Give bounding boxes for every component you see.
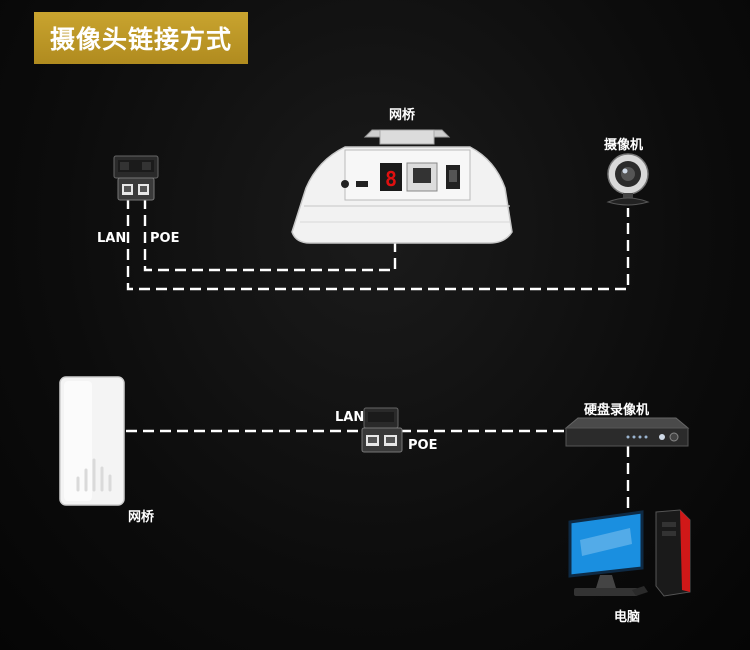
poe-bottom-label: POE — [408, 438, 438, 453]
top-connection-lines — [126, 198, 630, 291]
pc-icon — [568, 509, 691, 597]
bottom-connection-lines — [126, 429, 630, 515]
led-display-digit: 8 — [385, 167, 397, 191]
lan-to-camera-line — [126, 198, 630, 291]
lan-bottom-label: LAN — [335, 410, 365, 425]
poe-injector-top-icon — [113, 155, 159, 201]
bridge-bottom-icon — [59, 376, 125, 506]
nvr-icon — [564, 417, 690, 447]
poe-top-label: POE — [150, 231, 180, 246]
poe-to-bridge-line — [143, 198, 397, 272]
nvr-label: 硬盘录像机 — [584, 403, 650, 418]
poe-injector-bottom-icon — [361, 407, 403, 453]
title-banner: 摄像头链接方式 — [34, 12, 248, 64]
page-title: 摄像头链接方式 — [49, 25, 232, 54]
pc-label: 电脑 — [614, 610, 641, 625]
bridge-top-label: 网桥 — [389, 108, 416, 123]
webcam-icon — [606, 153, 650, 206]
camera-label: 摄像机 — [604, 138, 644, 153]
bridge-top-icon: 8 — [291, 129, 513, 244]
lan-top-label: LAN — [97, 231, 127, 246]
bridge-bottom-label: 网桥 — [128, 510, 155, 525]
